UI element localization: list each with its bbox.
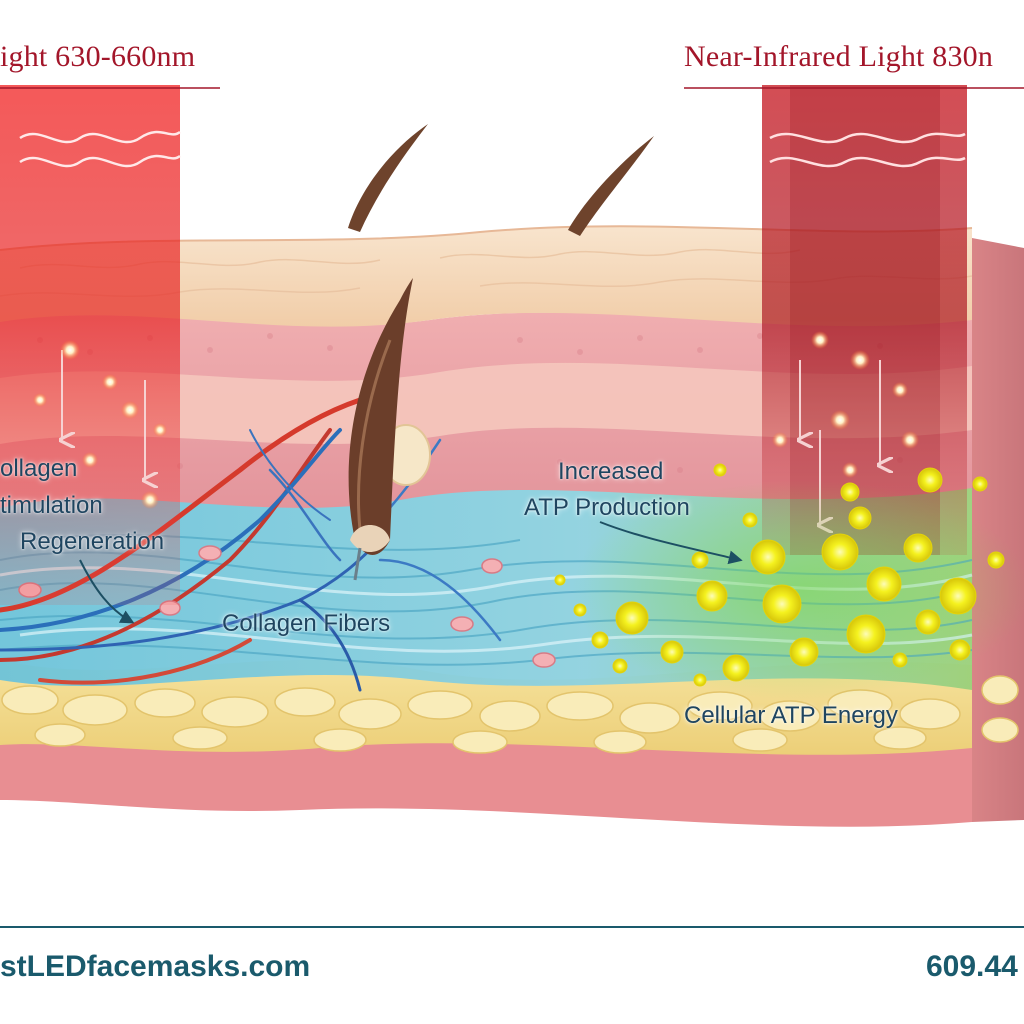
red-light-title: ight 630-660nm <box>0 40 195 74</box>
collagen-stimulation-label-line-1: ollagen <box>0 455 77 483</box>
surface-hairs <box>348 124 654 236</box>
collagen-stimulation-label-line-2: timulation <box>0 492 103 520</box>
increased-atp-label-line-1: Increased <box>558 458 663 486</box>
footer-phone: 609.44 <box>926 950 1018 984</box>
red-light-beam <box>0 85 180 605</box>
footer-website: stLEDfacemasks.com <box>0 950 310 984</box>
collagen-fibers-label: Collagen Fibers <box>222 610 390 638</box>
collagen-stimulation-label-line-3: Regeneration <box>20 528 164 556</box>
footer-divider <box>0 926 1024 928</box>
nir-light-title: Near-Infrared Light 830n <box>684 40 993 74</box>
cellular-atp-energy-label: Cellular ATP Energy <box>684 702 898 730</box>
increased-atp-label-line-2: ATP Production <box>524 494 690 522</box>
